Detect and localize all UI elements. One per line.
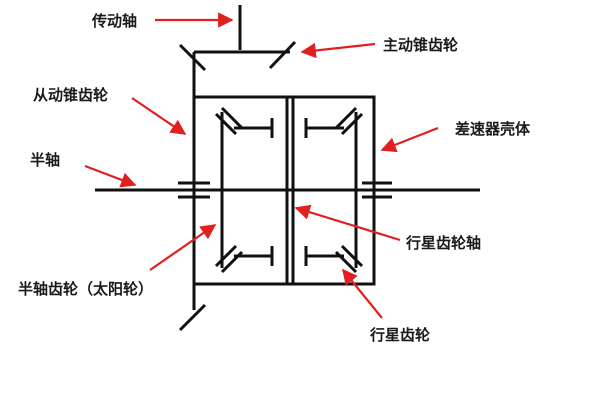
arrow-half-shaft-gear bbox=[149, 224, 217, 271]
label-half-shaft: 半轴 bbox=[30, 151, 60, 169]
label-drive-shaft: 传动轴 bbox=[91, 12, 137, 30]
label-differential-housing: 差速器壳体 bbox=[455, 120, 531, 138]
label-planet-gear-shaft: 行星齿轮轴 bbox=[405, 234, 481, 252]
arrow-half-shaft bbox=[84, 164, 137, 188]
arrow-differential-housing bbox=[380, 126, 439, 153]
arrow-planet-gear bbox=[342, 268, 383, 319]
left-top-gear-tooth-a bbox=[214, 112, 238, 136]
arrow-planet-gear-shaft bbox=[294, 204, 401, 242]
arrow-drive-bevel-gear bbox=[300, 42, 376, 59]
driven-gear-tooth-bottom bbox=[178, 303, 207, 332]
right-top-gear-tooth-a bbox=[340, 112, 364, 136]
left-bottom-gear-tooth-a bbox=[214, 244, 238, 268]
drive-gear-tooth-right bbox=[268, 40, 297, 70]
mechanism bbox=[95, 5, 480, 332]
differential-housing bbox=[192, 95, 376, 286]
left-top-gear-tooth-b bbox=[220, 106, 244, 130]
arrow-driven-bevel-gear bbox=[131, 97, 187, 135]
label-half-shaft-gear: 半轴齿轮（太阳轮） bbox=[18, 280, 153, 298]
arrows bbox=[84, 12, 439, 319]
label-driven-bevel-gear: 从动锥齿轮 bbox=[33, 86, 108, 104]
label-drive-bevel-gear: 主动锥齿轮 bbox=[383, 36, 458, 54]
right-bottom-gear-tooth-a bbox=[340, 244, 364, 268]
right-top-gear-tooth-b bbox=[334, 106, 358, 130]
label-planet-gear: 行星齿轮 bbox=[369, 326, 430, 344]
